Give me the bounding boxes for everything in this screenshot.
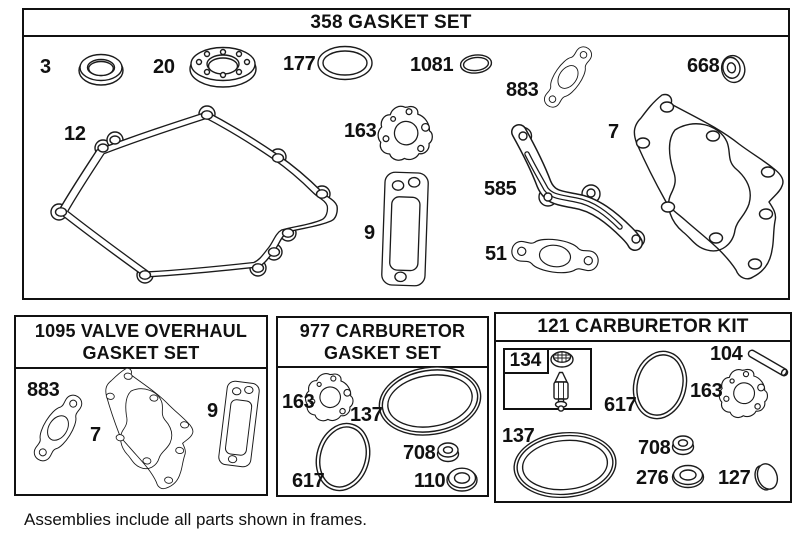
part-label-617-977: 617 [292, 470, 325, 492]
part-label-276-kit: 276 [636, 467, 669, 489]
part-label-883-valve-set: 883 [27, 379, 60, 401]
frame-carb-gasket-set: 977 CARBURETOR GASKET SET [276, 316, 489, 497]
frame-valve-overhaul: 1095 VALVE OVERHAUL GASKET SET [14, 315, 268, 496]
part-label-585: 585 [484, 178, 517, 200]
part-label-51: 51 [485, 243, 507, 265]
part-label-883: 883 [506, 79, 539, 101]
part-label-9-valve-set: 9 [207, 400, 218, 422]
frame-carb-gasket-set-title-line2: GASKET SET [323, 343, 441, 363]
assemblies-note: Assemblies include all parts shown in fr… [24, 510, 367, 529]
part-label-7-valve-set: 7 [90, 424, 101, 446]
needle-valve-box: 134 [502, 347, 592, 410]
part-label-127-kit: 127 [718, 467, 751, 489]
part-label-134: 134 [502, 347, 549, 374]
frame-carb-kit-title: 121 CARBURETOR KIT [496, 314, 790, 342]
frame-carb-gasket-set-title-line1: 977 CARBURETOR [299, 320, 466, 341]
part-label-163: 163 [344, 120, 377, 142]
frame-gasket-set-title: 358 GASKET SET [24, 10, 788, 37]
frame-carb-kit: 121 CARBURETOR KIT [494, 312, 792, 503]
part-label-163-kit: 163 [690, 380, 723, 402]
part-label-668: 668 [687, 55, 720, 77]
part-label-137-kit: 137 [502, 425, 535, 447]
part-label-617-kit: 617 [604, 394, 637, 416]
frame-carb-gasket-set-title: 977 CARBURETOR GASKET SET [278, 318, 487, 368]
frame-valve-overhaul-title-line2: GASKET SET [82, 343, 200, 363]
part-label-104-kit: 104 [710, 343, 743, 365]
part-label-9: 9 [364, 222, 375, 244]
part-label-177: 177 [283, 53, 316, 75]
part-label-1081: 1081 [410, 54, 454, 76]
frame-valve-overhaul-title: 1095 VALVE OVERHAUL GASKET SET [16, 317, 266, 369]
part-label-7: 7 [608, 121, 619, 143]
part-label-12: 12 [64, 123, 86, 145]
frame-gasket-set: 358 GASKET SET [22, 8, 790, 300]
part-label-137-977: 137 [350, 404, 383, 426]
frame-valve-overhaul-title-line1: 1095 VALVE OVERHAUL [34, 320, 248, 341]
part-label-110-977: 110 [414, 470, 446, 492]
part-label-708-kit: 708 [638, 437, 671, 459]
part-label-163-977: 163 [282, 391, 315, 413]
part-label-3: 3 [40, 56, 51, 78]
part-label-20: 20 [153, 56, 175, 78]
part-label-708-977: 708 [403, 442, 436, 464]
